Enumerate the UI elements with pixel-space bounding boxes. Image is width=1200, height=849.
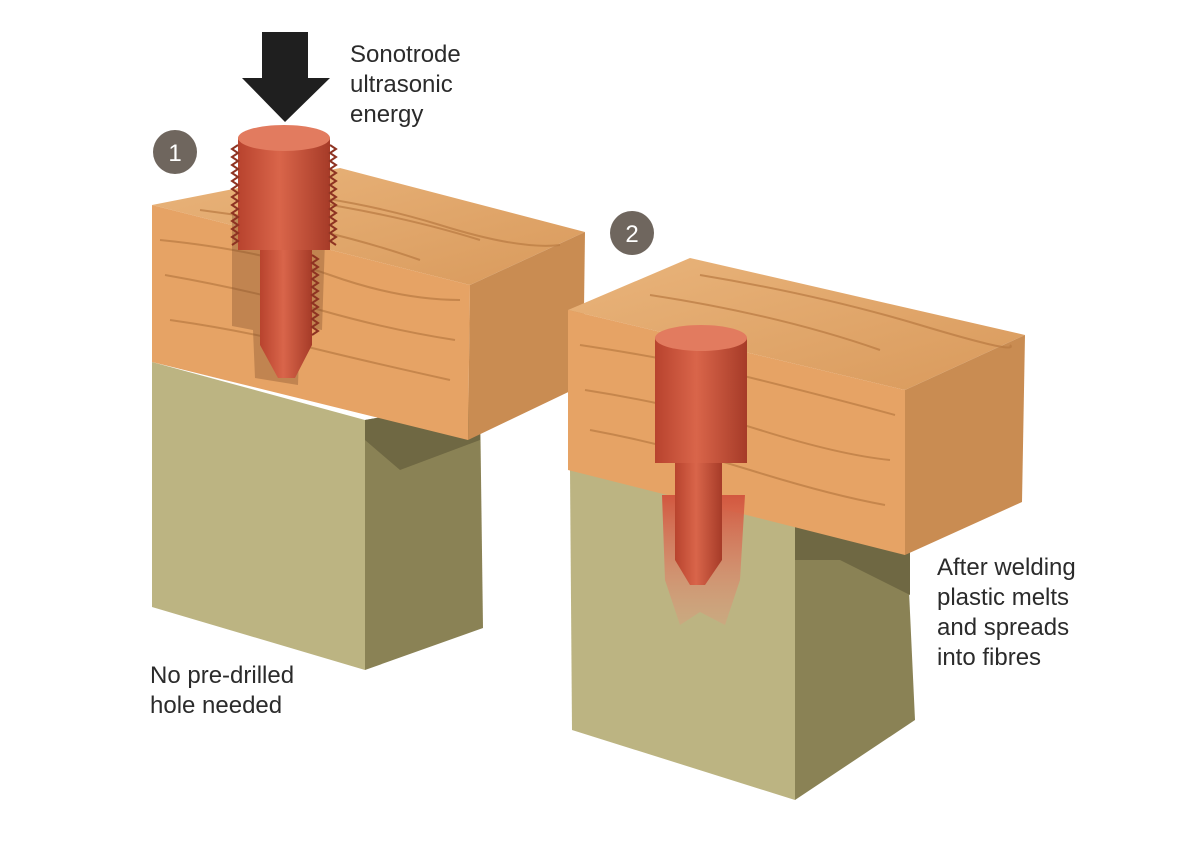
sonotrode-line-3: energy [350, 101, 424, 128]
step-badge-2: 2 [610, 211, 654, 255]
after-welding-label: After welding plastic melts and spreads … [937, 553, 1076, 673]
downward-arrow-icon [242, 32, 330, 122]
no-predrill-line-1: No pre-drilled [150, 662, 295, 689]
wood-beam-side-1 [468, 232, 585, 440]
after-welding-line-1: After welding [937, 554, 1076, 581]
step-2-number: 2 [625, 221, 638, 248]
sonotrode-line-1: Sonotrode [350, 41, 461, 68]
step-1-number: 1 [168, 140, 181, 167]
wood-grain-2 [579, 274, 1012, 506]
base-post-side-1 [365, 400, 483, 670]
sonotrode-line-2: ultrasonic [350, 71, 453, 98]
sonotrode-label: Sonotrode ultrasonic energy [350, 40, 461, 130]
block-2 [568, 258, 1025, 800]
after-welding-line-3: and spreads [937, 614, 1070, 641]
anchor-pin-2 [655, 325, 747, 625]
base-post-front-1 [152, 362, 365, 670]
no-predrill-line-2: hole needed [150, 692, 283, 719]
after-welding-line-2: plastic melts [937, 584, 1070, 611]
anchor-pin-1 [230, 125, 338, 378]
block-1 [152, 32, 585, 670]
step-badge-1: 1 [153, 130, 197, 174]
no-predrill-label: No pre-drilled hole needed [150, 661, 294, 721]
after-welding-line-4: into fibres [937, 644, 1042, 671]
wood-beam-side-2 [905, 335, 1025, 555]
